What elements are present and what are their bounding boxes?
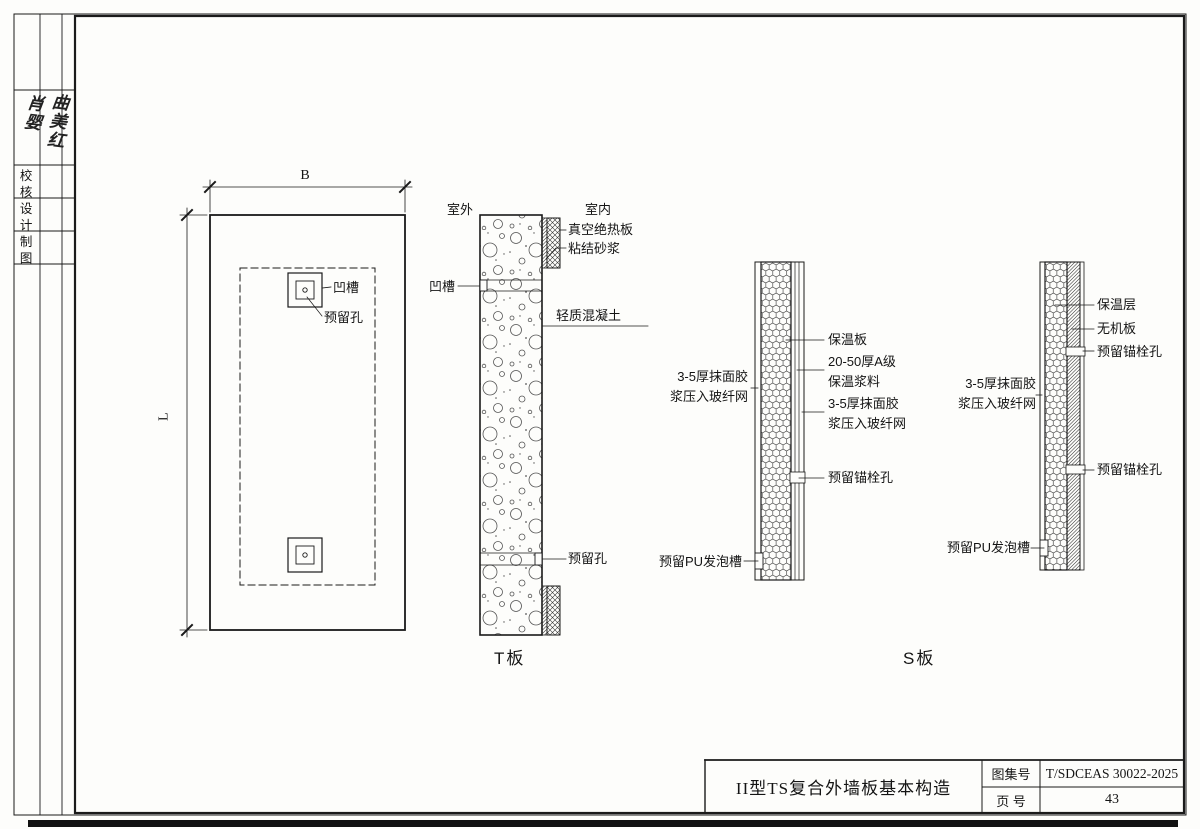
mid-slurry-label-line1: 20-50厚A级 — [828, 354, 896, 369]
strip-label-draft: 制图 — [17, 235, 32, 268]
strip-label-design: 设计 — [17, 202, 32, 235]
page-no-label: 页 号 — [996, 793, 1026, 809]
t-mortar-label: 粘结砂浆 — [568, 241, 621, 256]
page-no-value: 43 — [1105, 792, 1119, 807]
right-pu-groove-label: 预留PU发泡槽 — [946, 540, 1030, 555]
plan-dim-l: L — [156, 412, 172, 422]
mid-anchor-hole-label: 预留锚栓孔 — [828, 470, 894, 485]
right-inorganic-board-label: 无机板 — [1097, 321, 1137, 336]
right-anchor-hole-bottom-label: 预留锚栓孔 — [1097, 462, 1163, 477]
t-vip-label: 真空绝热板 — [568, 222, 634, 237]
drawing-title: II型TS复合外墙板基本构造 — [735, 779, 952, 798]
strip-label-check: 校核 — [17, 169, 32, 202]
atlas-no-label: 图集号 — [991, 767, 1031, 782]
mid-plaster-right-line1: 3-5厚抹面胶 — [828, 396, 899, 411]
page-bottom-rule — [28, 820, 1178, 827]
right-anchor-hole-top-label: 预留锚栓孔 — [1097, 344, 1163, 359]
t-concrete-label: 轻质混凝土 — [556, 308, 622, 323]
t-outdoor-label: 室外 — [447, 202, 474, 217]
right-plaster-left-line1: 3-5厚抹面胶 — [965, 376, 1036, 391]
mid-plaster-left-line2: 浆压入玻纤网 — [669, 389, 748, 404]
right-plaster-left-line2: 浆压入玻纤网 — [957, 396, 1036, 411]
mid-insulation-board-label: 保温板 — [828, 332, 868, 347]
mid-pu-groove-label: 预留PU发泡槽 — [658, 554, 742, 569]
t-groove-label: 凹槽 — [428, 279, 455, 294]
mid-plaster-right-line2: 浆压入玻纤网 — [828, 416, 907, 431]
t-indoor-label: 室内 — [585, 202, 612, 217]
atlas-no-value: T/SDCEAS 30022-2025 — [1045, 765, 1179, 781]
plan-groove-label: 凹槽 — [333, 280, 360, 295]
mid-plaster-left-line1: 3-5厚抹面胶 — [677, 369, 748, 384]
t-panel-caption: T板 — [494, 649, 526, 668]
plan-hole-label: 预留孔 — [324, 310, 364, 325]
t-hole-label: 预留孔 — [568, 551, 608, 566]
mid-slurry-label-line2: 保温浆料 — [828, 374, 881, 389]
plan-dim-b: B — [300, 168, 310, 183]
s-panel-caption: S板 — [903, 649, 936, 668]
right-insulation-layer-label: 保温层 — [1097, 297, 1137, 312]
